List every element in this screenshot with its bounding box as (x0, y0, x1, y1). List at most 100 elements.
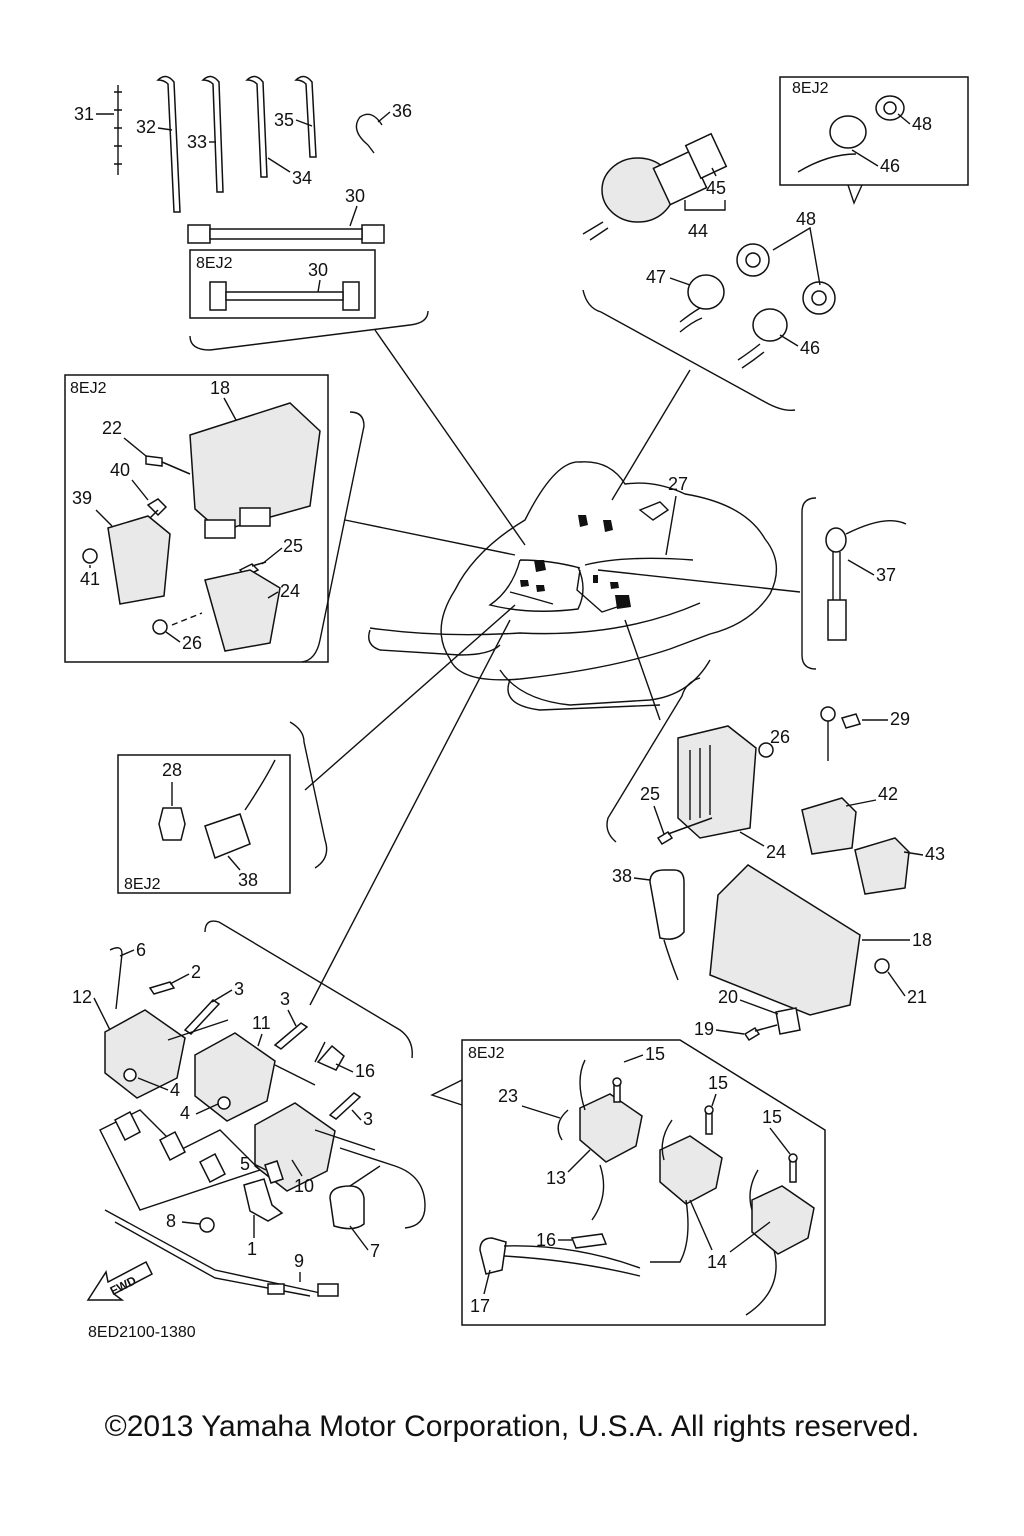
callout-20: 20 (718, 987, 738, 1007)
part-39-rectifier (107, 515, 171, 605)
callout-18-r: 18 (912, 930, 932, 950)
callout-36: 36 (392, 101, 412, 121)
part-24-regulator-r (677, 725, 757, 839)
callout-33: 33 (187, 132, 207, 152)
copyright-notice: ©2013 Yamaha Motor Corporation, U.S.A. A… (104, 1410, 920, 1443)
callout-3: 3 (234, 979, 244, 999)
callout-11: 11 (252, 1013, 271, 1033)
callout-30-8ej2: 30 (308, 260, 328, 280)
callout-6: 6 (136, 940, 146, 960)
diagram-ref: 8ED2100-1380 (88, 1324, 196, 1341)
part-42-relay (801, 797, 857, 855)
callout-41: 41 (80, 569, 100, 589)
part-11-coil (194, 1032, 276, 1122)
callout-42: 42 (878, 784, 898, 804)
part-17-cap (479, 1237, 507, 1275)
callout-43: 43 (925, 844, 945, 864)
callout-12: 12 (72, 987, 92, 1007)
part-4-nut (123, 1068, 137, 1082)
callout-13: 13 (546, 1168, 566, 1188)
part-41-nut (82, 548, 98, 564)
callout-17: 17 (470, 1296, 490, 1316)
part-40-bolt (146, 498, 168, 521)
part-28-connector (158, 807, 186, 841)
callout-32: 32 (136, 117, 156, 137)
callout-24-r: 24 (766, 842, 786, 862)
callout-34: 34 (292, 168, 312, 188)
callout-39: 39 (72, 488, 92, 508)
part-47-switch (687, 274, 725, 310)
part-25-bolt-r (656, 817, 713, 846)
model-box-holder (189, 249, 376, 319)
callout-29: 29 (890, 709, 910, 729)
part-26-nut (152, 619, 168, 635)
callout-15-b: 15 (708, 1073, 728, 1093)
callout-48: 48 (912, 114, 932, 134)
part-21-nut (874, 958, 890, 974)
callout-37: 37 (876, 565, 896, 585)
callout-44: 44 (688, 221, 708, 241)
callout-19: 19 (694, 1019, 714, 1039)
callout-38: 38 (238, 870, 258, 890)
part-1-bracket (243, 1178, 284, 1222)
model-label: 8EJ2 (468, 1045, 505, 1062)
group-main-switch (582, 76, 969, 501)
model-box-connector (117, 754, 291, 894)
callout-25: 25 (283, 536, 303, 556)
group-sensor (597, 497, 907, 670)
callout-9: 9 (294, 1251, 304, 1271)
callout-24: 24 (280, 581, 300, 601)
part-35-band (294, 75, 317, 158)
part-46-switch (752, 308, 788, 342)
callout-22: 22 (102, 418, 122, 438)
callout-3-c: 3 (363, 1109, 373, 1129)
callout-46-b: 46 (800, 338, 820, 358)
group-coils-8ej2 (430, 1039, 826, 1326)
part-34-band (245, 75, 268, 178)
callouts: 31 32 33 34 35 36 30 30 48 46 45 44 48 4… (72, 101, 945, 1316)
part-38-condenser-r (649, 869, 685, 940)
model-box-switch (779, 76, 969, 186)
part-38-condenser (204, 813, 251, 859)
part-43-relay (854, 837, 910, 895)
callout-47: 47 (646, 267, 666, 287)
callout-21: 21 (907, 987, 927, 1007)
callout-26-r: 26 (770, 727, 790, 747)
part-37-sensor (825, 527, 847, 553)
callout-30: 30 (345, 186, 365, 206)
callout-48-b: 48 (796, 209, 816, 229)
callout-4-b: 4 (180, 1103, 190, 1123)
callout-15-c: 15 (762, 1107, 782, 1127)
part-32-band (156, 75, 181, 213)
callout-35: 35 (274, 110, 294, 130)
callout-31: 31 (74, 104, 94, 124)
part-23-clamp (557, 1109, 569, 1141)
callout-8: 8 (166, 1211, 176, 1231)
part-13-coil (579, 1093, 643, 1163)
callout-10: 10 (294, 1176, 314, 1196)
part-2-bolt (148, 981, 176, 995)
callout-3-b: 3 (280, 989, 290, 1009)
callout-16: 16 (355, 1061, 375, 1081)
part-24-regulator (204, 569, 281, 652)
fwd-arrow-icon: FWD (86, 1260, 153, 1301)
callout-28: 28 (162, 760, 182, 780)
snowmobile-outline (368, 461, 778, 711)
callout-2: 2 (191, 962, 201, 982)
part-36-clamp (355, 113, 383, 154)
callout-1: 1 (247, 1239, 257, 1259)
group-ignition-coils: FWD (86, 619, 511, 1301)
callout-38-r: 38 (612, 866, 632, 886)
model-box-coils (461, 1039, 826, 1326)
part-9-harness (104, 1209, 326, 1297)
leader-line (374, 329, 526, 546)
callout-16-r: 16 (536, 1230, 556, 1250)
callout-23: 23 (498, 1086, 518, 1106)
callout-5: 5 (240, 1154, 250, 1174)
model-label: 8EJ2 (124, 876, 161, 893)
part-16-clip-r (570, 1233, 608, 1249)
group-cdi-8ej2 (64, 374, 516, 663)
part-33-band (201, 75, 224, 193)
part-18-cdi-unit-r (709, 864, 861, 1016)
part-18-cdi-unit (189, 402, 321, 532)
